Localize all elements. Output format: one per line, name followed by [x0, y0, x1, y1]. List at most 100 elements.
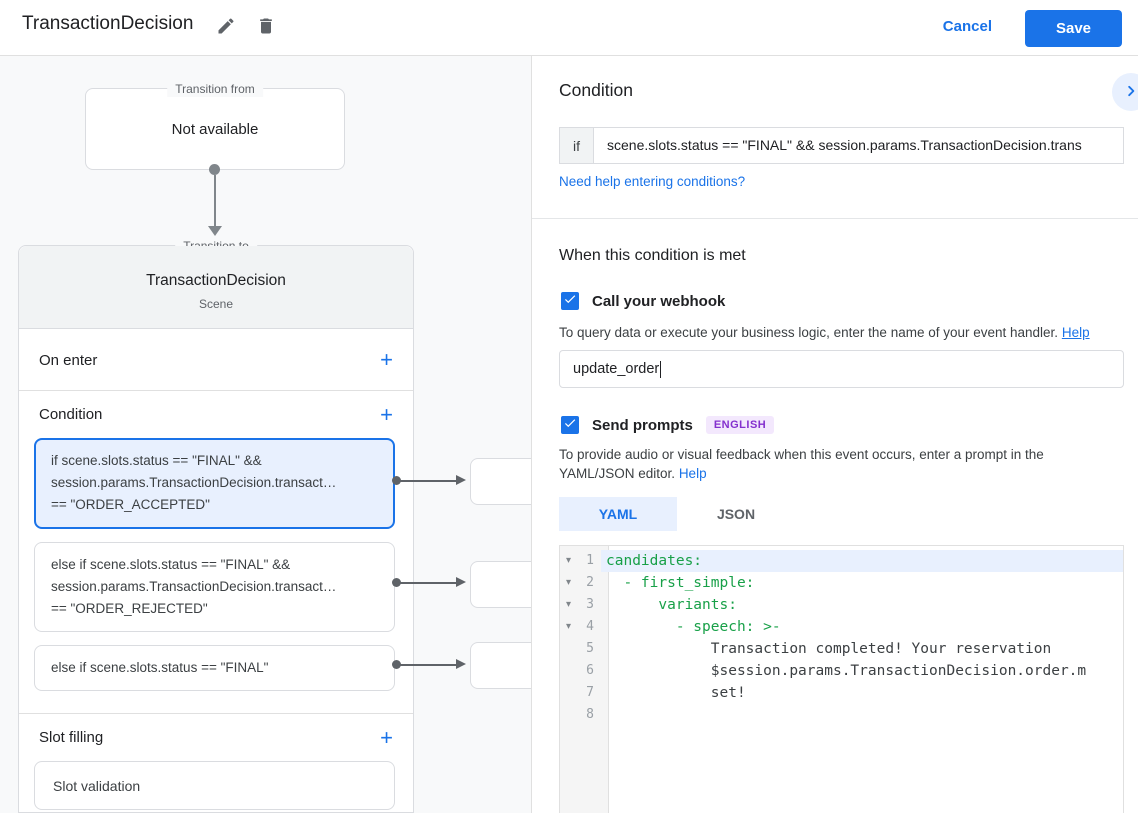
condition-expression-input[interactable]: scene.slots.status == "FINAL" && session…	[594, 127, 1124, 164]
code-text: - first_simple:	[606, 575, 755, 591]
tab-yaml[interactable]: YAML	[559, 497, 677, 531]
code-text: Transaction completed! Your reservation	[606, 641, 1052, 657]
code-text: - speech: >-	[606, 619, 781, 635]
editor-line: 7 set!	[560, 682, 1123, 704]
connector-line	[399, 480, 457, 482]
language-badge: ENGLISH	[705, 416, 775, 434]
condition-line: session.params.TransactionDecision.trans…	[51, 475, 337, 490]
condition-card-selected[interactable]: if scene.slots.status == "FINAL" && sess…	[34, 438, 395, 529]
fold-arrow-icon[interactable]: ▾	[565, 577, 572, 588]
if-prefix: if	[559, 127, 594, 164]
target-scene-node[interactable]	[470, 458, 531, 505]
call-webhook-checkbox[interactable]	[561, 292, 579, 310]
on-enter-label: On enter	[39, 351, 98, 369]
trash-icon	[256, 16, 276, 39]
pencil-icon	[216, 16, 236, 39]
transition-from-box: Transition from Not available	[85, 81, 345, 170]
condition-section: Condition +	[19, 391, 413, 438]
call-webhook-label[interactable]: Call your webhook	[592, 292, 726, 310]
delete-scene-button[interactable]	[252, 13, 280, 41]
transition-from-label: Transition from	[167, 81, 263, 97]
chevron-right-icon	[1120, 80, 1138, 105]
connector-line	[399, 664, 457, 666]
on-enter-section: On enter +	[19, 330, 413, 391]
code-text	[601, 704, 1123, 726]
connector-dot	[209, 164, 220, 175]
line-number: 8	[586, 707, 594, 722]
when-condition-met-title: When this condition is met	[559, 247, 746, 264]
connector-line	[214, 175, 216, 227]
send-prompts-row: Send prompts ENGLISH	[561, 416, 775, 434]
condition-line: else if scene.slots.status == "FINAL" &&	[51, 557, 291, 572]
code-text: candidates:	[601, 550, 1123, 572]
target-scene-node[interactable]	[470, 642, 531, 689]
arrow-right-icon	[456, 475, 466, 485]
code-text: set!	[606, 685, 746, 701]
add-condition-button[interactable]: +	[380, 401, 393, 427]
send-prompts-checkbox[interactable]	[561, 416, 579, 434]
line-number: 5	[586, 641, 594, 656]
fold-arrow-icon[interactable]: ▾	[565, 555, 572, 566]
code-text: $session.params.TransactionDecision.orde…	[606, 663, 1087, 679]
editor-format-tabs: YAML JSON	[559, 497, 795, 531]
section-divider	[532, 218, 1138, 219]
fold-placeholder	[560, 660, 577, 682]
webhook-description: To query data or execute your business l…	[559, 323, 1129, 342]
yaml-code-editor[interactable]: ▾ 1 candidates: ▾ 2 - first_simple: ▾ 3 …	[559, 545, 1124, 813]
line-number: 3	[586, 597, 594, 612]
line-number: 4	[586, 619, 594, 634]
condition-line: if scene.slots.status == "FINAL" &&	[51, 453, 262, 468]
condition-card[interactable]: else if scene.slots.status == "FINAL"	[34, 645, 395, 691]
condition-card[interactable]: else if scene.slots.status == "FINAL" &&…	[34, 542, 395, 632]
code-text: variants:	[606, 597, 737, 613]
editor-line: ▾ 3 variants:	[560, 594, 1123, 616]
scene-card-title: TransactionDecision	[146, 272, 286, 289]
slot-validation-card[interactable]: Slot validation	[34, 761, 395, 810]
arrow-right-icon	[456, 659, 466, 669]
condition-input-row: if scene.slots.status == "FINAL" && sess…	[559, 127, 1124, 164]
tab-json[interactable]: JSON	[716, 506, 756, 522]
edit-scene-button[interactable]	[212, 13, 240, 41]
add-slot-button[interactable]: +	[380, 724, 393, 750]
slot-filling-label: Slot filling	[39, 729, 104, 746]
prompts-description: To provide audio or visual feedback when…	[559, 445, 1115, 483]
editor-rows: ▾ 1 candidates: ▾ 2 - first_simple: ▾ 3 …	[560, 546, 1123, 726]
fold-arrow-icon[interactable]: ▾	[565, 621, 572, 632]
condition-line: == "ORDER_ACCEPTED"	[51, 497, 210, 512]
webhook-description-text: To query data or execute your business l…	[559, 325, 1059, 340]
condition-line: == "ORDER_REJECTED"	[51, 601, 208, 616]
webhook-handler-input[interactable]: update_order	[559, 350, 1124, 388]
editor-gutter	[560, 546, 609, 813]
panel-title: Condition	[559, 80, 633, 100]
line-number: 2	[586, 575, 594, 590]
editor-line: 6 $session.params.TransactionDecision.or…	[560, 660, 1123, 682]
fold-arrow-icon[interactable]: ▾	[565, 599, 572, 610]
send-prompts-label[interactable]: Send prompts	[592, 416, 693, 434]
prompts-help-link[interactable]: Help	[678, 466, 707, 481]
line-number: 6	[586, 663, 594, 678]
check-icon	[563, 416, 577, 435]
condition-editor-panel: Condition if scene.slots.status == "FINA…	[531, 56, 1138, 813]
add-on-enter-button[interactable]: +	[380, 347, 393, 372]
collapse-panel-button[interactable]	[1112, 73, 1138, 111]
conditions-help-link[interactable]: Need help entering conditions?	[559, 174, 746, 189]
condition-line: else if scene.slots.status == "FINAL"	[51, 660, 269, 675]
fold-placeholder	[560, 638, 577, 660]
target-scene-node[interactable]	[470, 561, 531, 608]
save-button[interactable]: Save	[1025, 10, 1122, 47]
condition-section-label: Condition	[39, 406, 103, 423]
condition-line: session.params.TransactionDecision.trans…	[51, 579, 337, 594]
prompts-description-text: To provide audio or visual feedback when…	[559, 447, 1044, 481]
editor-line: ▾ 1 candidates:	[560, 550, 1123, 572]
connector-dot	[392, 476, 401, 485]
scene-title: TransactionDecision	[22, 13, 194, 34]
line-number: 1	[586, 553, 594, 568]
editor-line: ▾ 2 - first_simple:	[560, 572, 1123, 594]
webhook-handler-value: update_order	[573, 361, 660, 377]
webhook-help-link[interactable]: Help	[1061, 325, 1090, 340]
slot-filling-section: Slot filling +	[19, 713, 413, 761]
transition-from-content: Not available	[171, 120, 259, 138]
transition-to-box: Transition to TransactionDecision Scene …	[18, 238, 414, 813]
flow-canvas: Transition from Not available Transition…	[0, 56, 531, 813]
cancel-button[interactable]: Cancel	[942, 18, 992, 35]
